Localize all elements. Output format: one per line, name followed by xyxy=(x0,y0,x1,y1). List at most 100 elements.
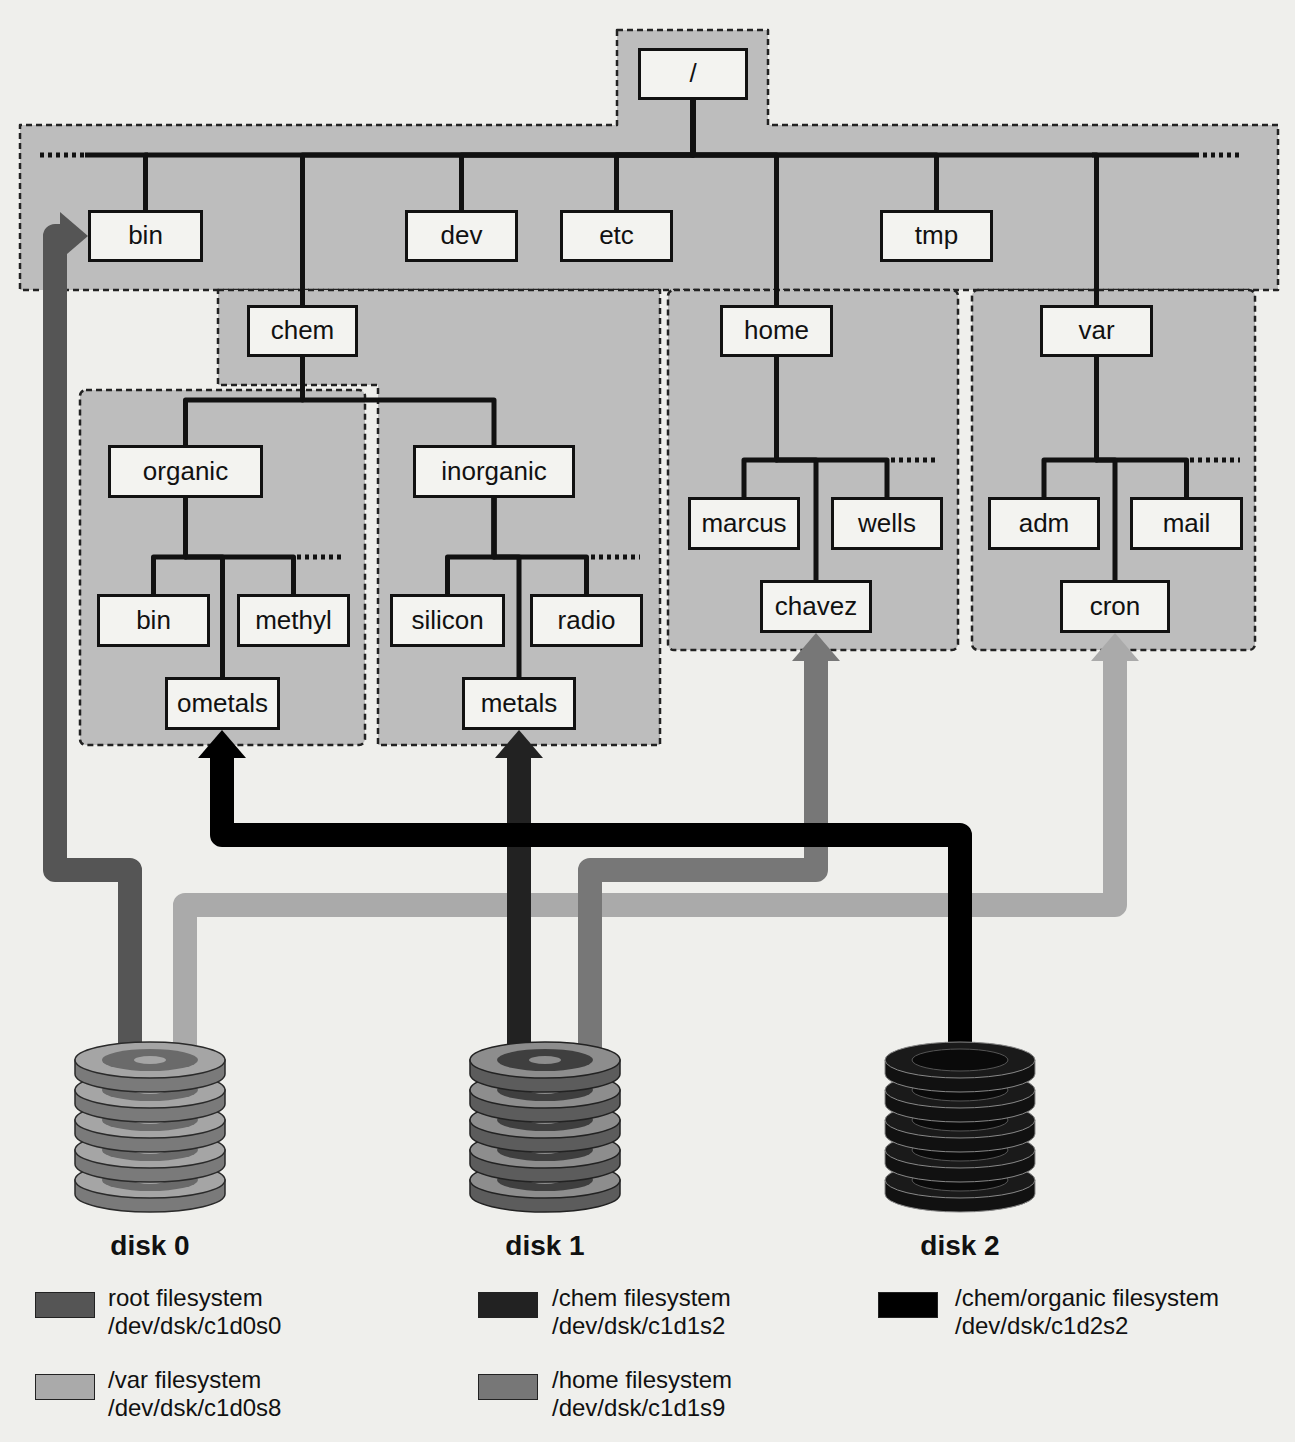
directory-name: methyl xyxy=(255,606,332,636)
tree-line xyxy=(693,100,1097,305)
disk-platter xyxy=(885,1042,1035,1092)
arrow-head xyxy=(1091,633,1139,661)
directory-name: organic xyxy=(143,457,228,487)
disk-unit: disk 0 xyxy=(70,1040,230,1262)
directory-box: etc xyxy=(560,210,673,262)
organic-region xyxy=(80,390,365,745)
mount-arrow xyxy=(495,730,543,1060)
tree-line xyxy=(1097,357,1187,497)
tree-line xyxy=(186,357,303,445)
directory-box: inorganic xyxy=(413,445,575,498)
tree-line-line xyxy=(186,498,223,677)
directory-box: organic xyxy=(108,445,263,498)
bus-line xyxy=(1092,153,1195,158)
arrow-head xyxy=(60,212,88,260)
legend-text: /home filesystem /dev/dsk/c1d1s9 xyxy=(552,1366,782,1422)
directory-box: methyl xyxy=(237,594,350,647)
directory-name: bin xyxy=(136,606,171,636)
arrow-head xyxy=(792,633,840,661)
tree-line xyxy=(1044,357,1097,497)
directory-name: wells xyxy=(858,509,916,539)
tree-line xyxy=(494,498,587,594)
continuation-dots xyxy=(1190,458,1240,463)
tree-line-line xyxy=(1044,357,1097,497)
legend-text: /var filesystem /dev/dsk/c1d0s8 xyxy=(108,1366,308,1422)
tree-line-line xyxy=(1097,357,1187,497)
directory-box: metals xyxy=(462,677,576,730)
tree-line-line xyxy=(744,357,777,497)
directory-box: wells xyxy=(831,497,943,550)
tree-line-line xyxy=(693,100,1097,305)
directory-name: chem xyxy=(271,316,335,346)
root-region xyxy=(20,30,1278,290)
continuation-dots xyxy=(297,555,345,560)
directory-box: chavez xyxy=(760,580,872,633)
legend-swatch xyxy=(35,1374,95,1400)
directory-name: etc xyxy=(599,221,634,251)
directory-name: inorganic xyxy=(441,457,547,487)
arrow-head xyxy=(495,730,543,758)
disk-platter xyxy=(470,1042,620,1092)
directory-box: adm xyxy=(988,497,1100,550)
mount-arrow-line xyxy=(55,236,130,1060)
tree-line xyxy=(154,498,186,594)
tree-line xyxy=(777,357,888,497)
mount-arrow-line xyxy=(590,661,816,1060)
disk-label: disk 0 xyxy=(110,1230,189,1262)
tree-line xyxy=(303,357,495,445)
directory-box: dev xyxy=(405,210,518,262)
mount-arrow-line xyxy=(185,661,1115,1060)
directory-box: home xyxy=(720,305,833,357)
tree-line xyxy=(448,498,495,594)
directory-box: ometals xyxy=(165,677,280,730)
arrow-head xyxy=(198,730,246,758)
bus-line xyxy=(85,153,148,158)
directory-name: chavez xyxy=(775,592,857,622)
legend-text: /chem/organic filesystem /dev/dsk/c1d2s2 xyxy=(955,1284,1275,1340)
continuation-dots xyxy=(891,458,938,463)
directory-name: var xyxy=(1078,316,1114,346)
directory-box: var xyxy=(1040,305,1153,357)
directory-box: marcus xyxy=(688,497,800,550)
tree-line-line xyxy=(777,357,888,497)
continuation-dots xyxy=(40,153,85,158)
directory-box: mail xyxy=(1130,497,1243,550)
continuation-dots xyxy=(1195,153,1240,158)
directory-name: dev xyxy=(441,221,483,251)
legend-swatch xyxy=(878,1292,938,1318)
directory-name: mail xyxy=(1163,509,1211,539)
directory-name: radio xyxy=(558,606,616,636)
tree-line-line xyxy=(186,357,303,445)
directory-box: / xyxy=(638,48,748,100)
legend-text: root filesystem /dev/dsk/c1d0s0 xyxy=(108,1284,308,1340)
disk-label: disk 2 xyxy=(920,1230,999,1262)
tree-line-line xyxy=(154,498,186,594)
disk-unit: disk 1 xyxy=(465,1040,625,1262)
legend-text: /chem filesystem /dev/dsk/c1d1s2 xyxy=(552,1284,762,1340)
tree-line-line xyxy=(448,498,495,594)
directory-name: metals xyxy=(481,689,558,719)
tree-line-line xyxy=(186,498,294,594)
directory-box: chem xyxy=(247,305,358,357)
directory-name: / xyxy=(689,59,696,89)
directory-box: bin xyxy=(97,594,210,647)
directory-box: cron xyxy=(1060,580,1170,633)
tree-line-line xyxy=(303,357,495,445)
continuation-dots xyxy=(591,555,640,560)
directory-box: bin xyxy=(88,210,203,262)
disk-unit: disk 2 xyxy=(880,1040,1040,1262)
legend-swatch xyxy=(35,1292,95,1318)
tree-line-line xyxy=(494,498,587,594)
mount-arrow-line xyxy=(222,758,960,1060)
directory-name: home xyxy=(744,316,809,346)
legend-swatch xyxy=(478,1374,538,1400)
mount-arrow xyxy=(198,730,960,1060)
var-region xyxy=(972,290,1255,650)
disk-label: disk 1 xyxy=(505,1230,584,1262)
directory-box: silicon xyxy=(390,594,505,647)
directory-name: adm xyxy=(1019,509,1070,539)
directory-box: tmp xyxy=(880,210,993,262)
tree-line-line xyxy=(494,498,519,677)
